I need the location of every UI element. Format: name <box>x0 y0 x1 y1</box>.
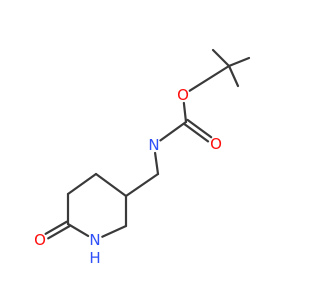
bond-o_ester-c_carbonyl <box>182 101 188 124</box>
atom-label-n_ring: N <box>89 231 100 249</box>
atom-label-n_ring_h: H <box>89 249 100 267</box>
bond-n_ring-ring_c2 <box>101 224 128 238</box>
bond-n_carbamate-ch2 <box>153 151 160 176</box>
atom-label-o_carbonyl: O <box>210 135 222 153</box>
bond-c_carbonyl-o_carbonyl-b <box>186 118 213 139</box>
bond-ring_c3-ring_c4 <box>94 172 128 198</box>
bond-ring_c6-n_ring <box>66 222 90 238</box>
atom-label-o_lactam: O <box>34 231 46 249</box>
bond-tb_me3-tb_c <box>227 64 240 88</box>
atom-label-n_carbamate: N <box>148 136 159 154</box>
bond-ring_c6-o_lactam-a <box>44 220 68 235</box>
bond-ch2-ring_c3 <box>124 172 160 198</box>
bond-tb_me1-tb_c <box>211 48 231 68</box>
bond-c_carbonyl-o_carbonyl-a <box>183 122 210 143</box>
atom-label-o_ester: O <box>177 86 189 104</box>
bond-tb_me2-tb_c <box>227 56 251 68</box>
bond-tb_c-o_ester <box>188 64 231 92</box>
bond-ring_c6-o_lactam-b <box>47 225 71 240</box>
bond-ring_c4-ring_c5 <box>66 172 98 196</box>
bond-c_carbonyl-n_carbamate <box>159 120 188 142</box>
